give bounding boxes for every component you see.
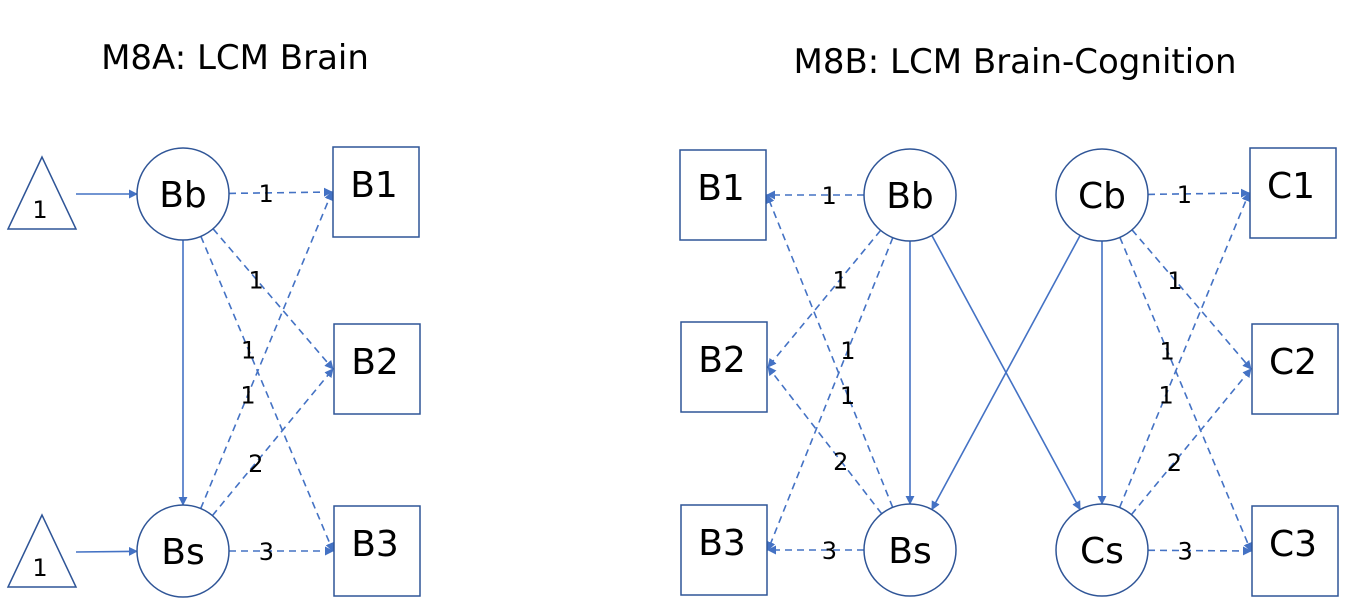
observed-box-m8b-C2: C2: [1251, 323, 1339, 415]
edge-m8b-Cb-Bs: [931, 235, 1081, 511]
observed-box-m8b-C1: C1: [1249, 147, 1337, 239]
observed-box-label: B1: [350, 165, 398, 206]
edge-label-m8a-Bb-B3: 1: [241, 337, 256, 365]
observed-box-label: B3: [351, 524, 399, 565]
edge-label-m8b-Bb-B2: 1: [832, 267, 847, 295]
observed-box-label: B1: [697, 168, 745, 209]
edge-label-m8b-Cs-C1: 1: [1159, 381, 1174, 409]
latent-node-label: Cb: [1078, 176, 1126, 217]
edge-label-m8b-Cs-C3: 3: [1177, 538, 1192, 566]
observed-box-label: C2: [1269, 342, 1317, 383]
observed-box-label: C3: [1269, 524, 1317, 565]
edge-label-m8a-Bs-B1: 1: [240, 382, 255, 410]
latent-node-m8b-Cs: Cs: [1055, 503, 1149, 597]
edge-m8a-Bb-B3: [200, 236, 335, 552]
edge-m8b-Cs-C2: [1130, 368, 1252, 516]
latent-node-label: Bb: [159, 175, 207, 216]
edge-m8b-Bs-B1: [765, 194, 894, 508]
edge-label-m8b-Bb-B3: 1: [840, 337, 855, 365]
observed-box-m8b-C3: C3: [1251, 505, 1339, 597]
observed-box-m8b-B1: B1: [679, 149, 767, 241]
edge-label-m8b-Cb-C1: 1: [1177, 181, 1192, 209]
panel-title-m8a: M8A: LCM Brain: [101, 38, 369, 78]
edge-label-m8b-Bs-B1: 1: [840, 382, 855, 410]
observed-box-m8b-B2: B2: [680, 321, 768, 413]
observed-box-m8b-B3: B3: [680, 504, 768, 596]
edge-label-m8b-Bs-B3: 3: [822, 537, 837, 565]
observed-box-label: B2: [351, 342, 399, 383]
edge-label-m8a-Bs-B3: 3: [259, 538, 274, 566]
edge-label-m8b-Cs-C2: 2: [1167, 449, 1182, 477]
edge-label-m8a-Bb-B2: 1: [249, 266, 264, 294]
latent-node-label: Bb: [886, 176, 934, 217]
edge-label-m8b-Cb-C2: 1: [1167, 267, 1182, 295]
edge-m8b-Cb-C2: [1131, 229, 1252, 370]
edge-m8b-Cb-C1: [1147, 188, 1250, 198]
observed-box-m8a-B1: B1: [332, 146, 420, 238]
edge-m8b-Bb-B3: [766, 237, 894, 551]
observed-box-m8a-B2: B2: [333, 323, 421, 415]
constant-triangle-m8a-t2: 1: [6, 513, 78, 588]
constant-triangle-m8a-t1: 1: [6, 155, 78, 230]
edge-label-m8b-Bb-B1: 1: [821, 182, 836, 210]
edge-label-m8b-Bs-B2: 2: [833, 448, 848, 476]
edge-label-m8b-Cb-C3: 1: [1159, 337, 1174, 365]
edge-m8b-Bs-B2: [767, 366, 883, 515]
edge-label-m8a-Bb-B1: 1: [258, 180, 273, 208]
observed-box-label: C1: [1267, 166, 1315, 207]
triangle-label: 1: [32, 196, 47, 224]
latent-node-m8b-Cb: Cb: [1055, 148, 1149, 242]
edge-m8b-Cs-C1: [1118, 192, 1251, 508]
observed-box-label: B3: [698, 523, 746, 564]
latent-node-m8b-Bs: Bs: [863, 503, 957, 597]
observed-box-label: B2: [698, 340, 746, 381]
latent-node-label: Cs: [1080, 531, 1124, 572]
edges-layer: 1 1 1 1 2 3 1 1 1 1 2 3 1 1 1 1 2 3: [75, 180, 1253, 566]
edge-m8b-Cs-C3: [1147, 546, 1252, 556]
edge-m8a-Bs-B2: [211, 368, 334, 517]
latent-node-m8a-Bs: Bs: [136, 504, 230, 598]
triangle-label: 1: [32, 554, 47, 582]
edge-m8a-Bb-B2: [212, 228, 334, 370]
edge-m8b-Bb-B2: [767, 229, 882, 368]
edge-label-m8a-Bs-B2: 2: [248, 450, 263, 478]
edge-m8a-Bs-B1: [199, 191, 334, 509]
observed-box-m8a-B3: B3: [333, 505, 421, 597]
latent-node-m8a-Bb: Bb: [136, 147, 230, 241]
edge-m8b-Cb-C3: [1119, 237, 1253, 552]
latent-node-label: Bs: [888, 531, 931, 572]
latent-node-label: Bs: [161, 532, 204, 573]
latent-node-m8b-Bb: Bb: [863, 148, 957, 242]
edge-m8a-t2-Bs: [75, 546, 138, 556]
edge-m8a-Bb-B1: [228, 187, 333, 197]
panel-title-m8b: M8B: LCM Brain-Cognition: [793, 42, 1236, 82]
